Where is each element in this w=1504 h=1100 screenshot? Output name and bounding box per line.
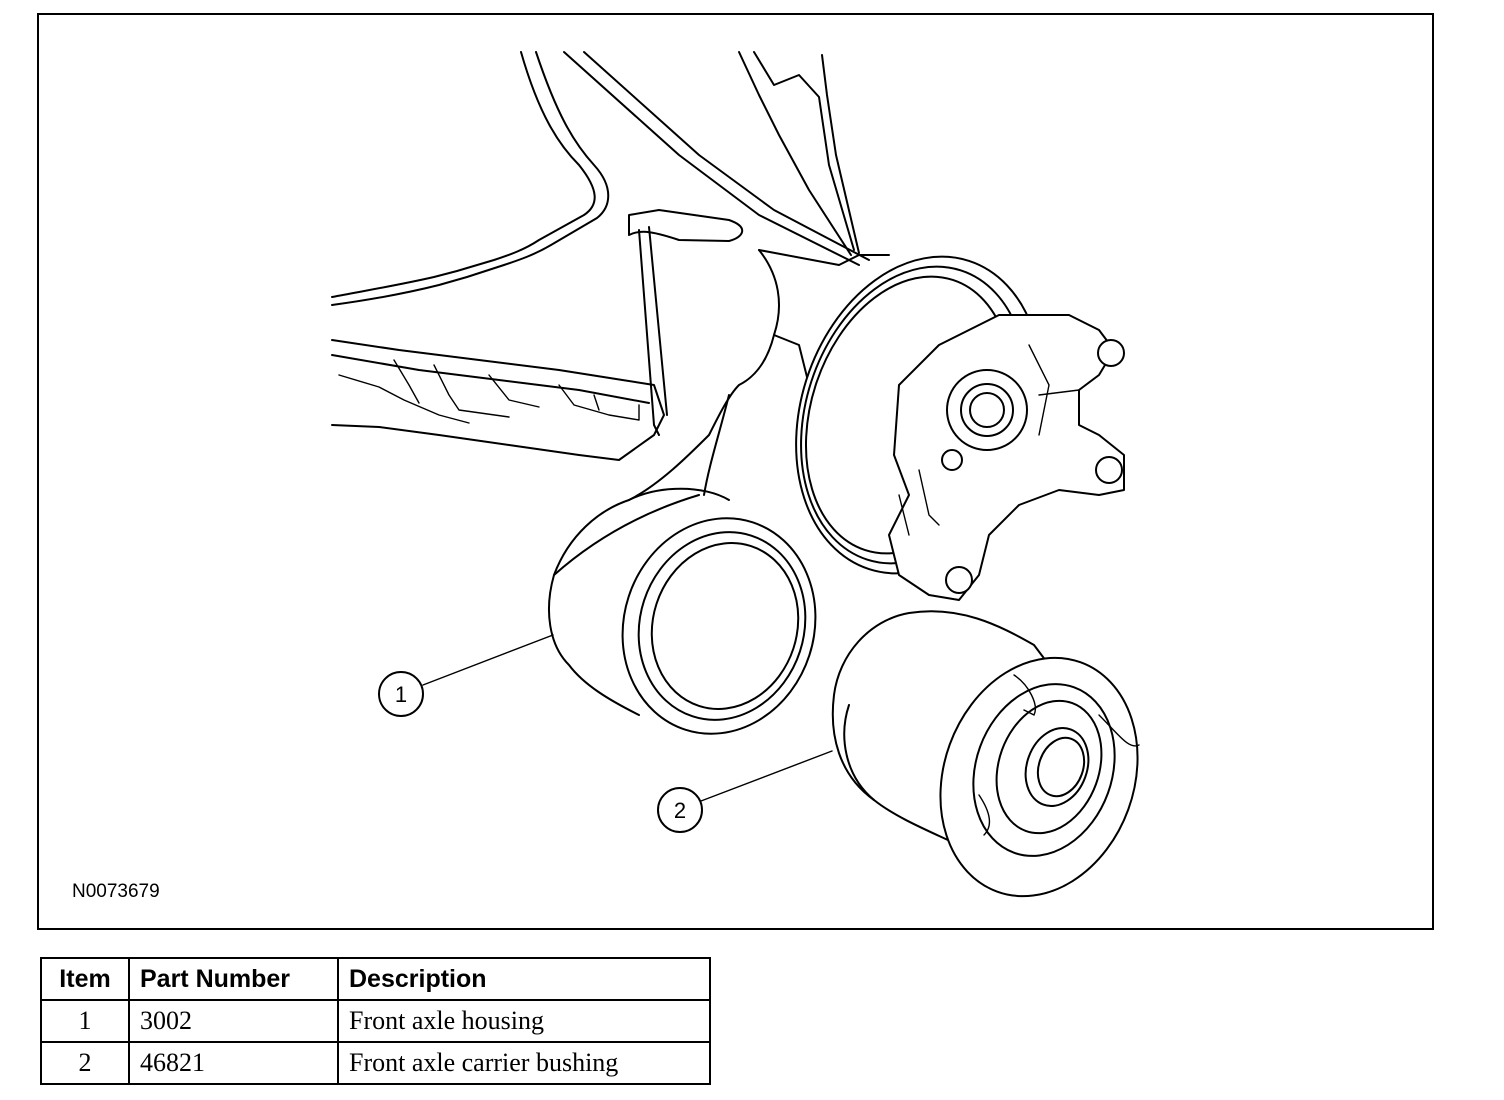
- cell-part-number: 46821: [128, 1041, 339, 1085]
- cell-item: 2: [40, 1041, 130, 1085]
- table-row: 2 46821 Front axle carrier bushing: [40, 1041, 711, 1085]
- header-part-number: Part Number: [128, 957, 339, 1001]
- parts-table-header-row: Item Part Number Description: [40, 957, 711, 1001]
- crossmember-bracket: [331, 51, 870, 436]
- axle-illustration: 1 2: [331, 51, 1140, 898]
- callout-1-label: 1: [395, 682, 407, 707]
- front-axle-carrier-bushing: [831, 610, 1140, 898]
- parts-table: Item Part Number Description 1 3002 Fron…: [40, 957, 711, 1085]
- callout-1: 1: [378, 634, 554, 717]
- callout-2-label: 2: [674, 798, 686, 823]
- cell-item: 1: [40, 999, 130, 1043]
- cell-description: Front axle carrier bushing: [337, 1041, 711, 1085]
- header-item: Item: [40, 957, 130, 1001]
- callout-2: 2: [657, 750, 833, 833]
- lower-arm: [331, 339, 665, 461]
- figure-id: N0073679: [72, 881, 160, 902]
- cell-part-number: 3002: [128, 999, 339, 1043]
- header-description: Description: [337, 957, 711, 1001]
- illustration-frame: 1 2 N0073679: [37, 13, 1434, 930]
- cell-description: Front axle housing: [337, 999, 711, 1043]
- table-row: 1 3002 Front axle housing: [40, 999, 711, 1043]
- hub-flange: [795, 255, 1125, 601]
